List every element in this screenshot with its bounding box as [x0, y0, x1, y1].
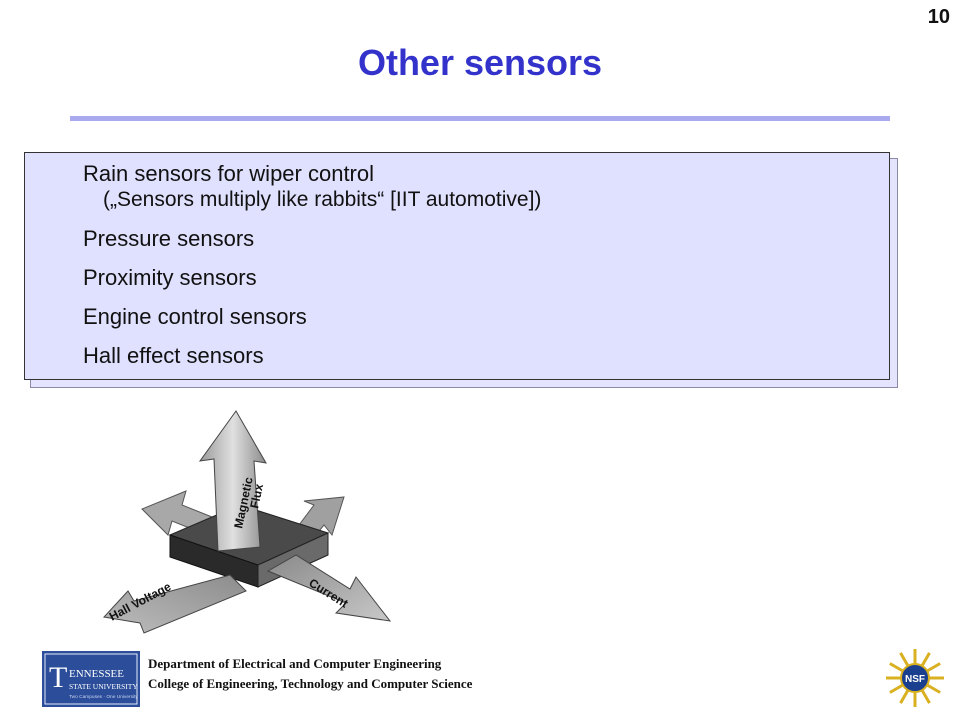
nsf-ray — [889, 683, 905, 694]
nsf-ray — [925, 662, 941, 673]
tsu-logo-tagline: Two Campuses · One University — [69, 694, 138, 700]
bullet-item: Rain sensors for wiper control („Sensors… — [83, 161, 541, 213]
nsf-logo: NSF — [886, 649, 944, 707]
tsu-logo: T ENNESSEE STATE UNIVERSITY Two Campuses… — [42, 651, 140, 707]
tsu-logo-initial: T — [49, 661, 67, 694]
nsf-text: NSF — [905, 674, 925, 685]
bullet-text: Proximity sensors — [83, 265, 257, 290]
tsu-logo-name1: ENNESSEE — [69, 668, 124, 680]
bullet-list: Rain sensors for wiper control („Sensors… — [83, 161, 541, 382]
nsf-ray — [920, 688, 931, 704]
hall-effect-diagram: Magnetic Flux Current Hall Voltage — [103, 410, 392, 634]
tsu-logo-graphic: T ENNESSEE STATE UNIVERSITY Two Campuses… — [42, 651, 140, 707]
bullet-item: Engine control sensors — [83, 304, 541, 330]
nsf-rays — [886, 649, 944, 707]
nsf-globe — [900, 663, 930, 693]
arrow-current — [266, 554, 392, 622]
bullet-box: Rain sensors for wiper control („Sensors… — [24, 152, 890, 380]
arrow-hall-voltage — [103, 574, 247, 634]
bullet-item: Proximity sensors — [83, 265, 541, 291]
tsu-logo-name2: STATE UNIVERSITY — [69, 682, 138, 691]
bullet-item: Hall effect sensors — [83, 343, 541, 369]
title-divider — [70, 116, 890, 121]
slide-number: 10 — [927, 6, 950, 28]
nsf-ray — [889, 662, 905, 673]
bullet-text: Engine control sensors — [83, 304, 307, 329]
footer-department: Department of Electrical and Computer En… — [148, 656, 442, 671]
label-magnetic-flux-2: Flux — [247, 482, 266, 509]
arrow-magnetic-flux — [198, 410, 267, 552]
bullet-text: Hall effect sensors — [83, 343, 264, 368]
bullet-item: Pressure sensors — [83, 226, 541, 252]
bullet-text: Pressure sensors — [83, 226, 255, 251]
nsf-ray — [899, 652, 910, 668]
nsf-ray — [899, 688, 910, 704]
slide-title: Other sensors — [357, 42, 603, 83]
bullet-subtext: („Sensors multiply like rabbits“ [IIT au… — [103, 188, 542, 211]
nsf-ray — [920, 652, 931, 668]
nsf-ray — [925, 683, 941, 694]
bullet-text: Rain sensors for wiper control — [83, 161, 375, 186]
footer-college: College of Engineering, Technology and C… — [148, 676, 473, 691]
